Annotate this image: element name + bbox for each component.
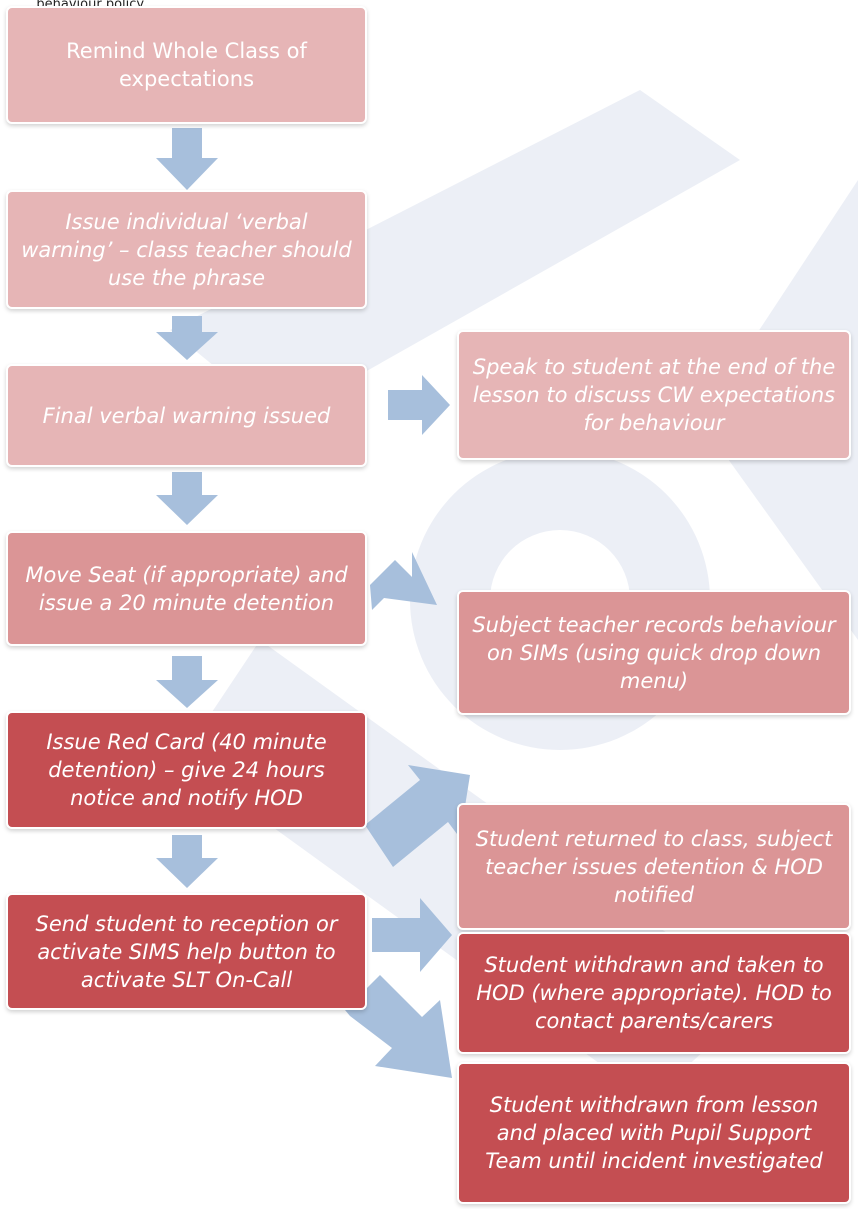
withdrawn-hod-text: Student withdrawn and taken to HOD (wher… (476, 953, 832, 1033)
arrow-diag-1 (370, 552, 437, 610)
arrow-down-5 (156, 835, 218, 888)
records-sims-box: Subject teacher records behaviour on SIM… (457, 590, 851, 715)
arrow-diag-down (345, 975, 452, 1078)
arrow-diag-up (365, 765, 470, 867)
arrow-down-4 (156, 656, 218, 708)
records-sims-text: Subject teacher records behaviour on SIM… (472, 612, 836, 693)
remind-class-text: Remind Whole Class of expectations (66, 39, 307, 91)
verbal-warning-text: Issue individual ‘verbal warning’ – clas… (21, 209, 352, 290)
returned-to-class-box: Student returned to class, subject teach… (457, 803, 851, 930)
move-seat-text: Move Seat (if appropriate) and issue a 2… (25, 562, 348, 615)
returned-to-class-text: Student returned to class, subject teach… (475, 826, 833, 907)
header-fragment: ...behaviour policy... (24, 0, 155, 10)
remind-class-box: Remind Whole Class of expectations (6, 6, 367, 124)
arrow-down-2 (156, 316, 218, 360)
withdrawn-hod-box: Student withdrawn and taken to HOD (wher… (457, 932, 851, 1054)
speak-to-student-text: Speak to student at the end of the lesso… (472, 355, 836, 435)
send-reception-text: Send student to reception or activate SI… (35, 911, 338, 992)
final-warning-box: Final verbal warning issued (6, 364, 367, 467)
send-reception-box: Send student to reception or activate SI… (6, 893, 367, 1010)
withdrawn-pupil-support-box: Student withdrawn from lesson and placed… (457, 1062, 851, 1204)
arrow-down-1 (156, 128, 218, 190)
red-card-text: Issue Red Card (40 minute detention) – g… (46, 730, 327, 810)
speak-to-student-box: Speak to student at the end of the lesso… (457, 330, 851, 460)
red-card-box: Issue Red Card (40 minute detention) – g… (6, 711, 367, 829)
arrow-right-2 (372, 898, 452, 972)
verbal-warning-box: Issue individual ‘verbal warning’ – clas… (6, 190, 367, 309)
arrow-down-3 (156, 472, 218, 525)
final-warning-text: Final verbal warning issued (42, 403, 331, 428)
withdrawn-pupil-support-text: Student withdrawn from lesson and placed… (485, 1093, 823, 1173)
move-seat-box: Move Seat (if appropriate) and issue a 2… (6, 531, 367, 646)
arrow-right-1 (388, 375, 450, 435)
